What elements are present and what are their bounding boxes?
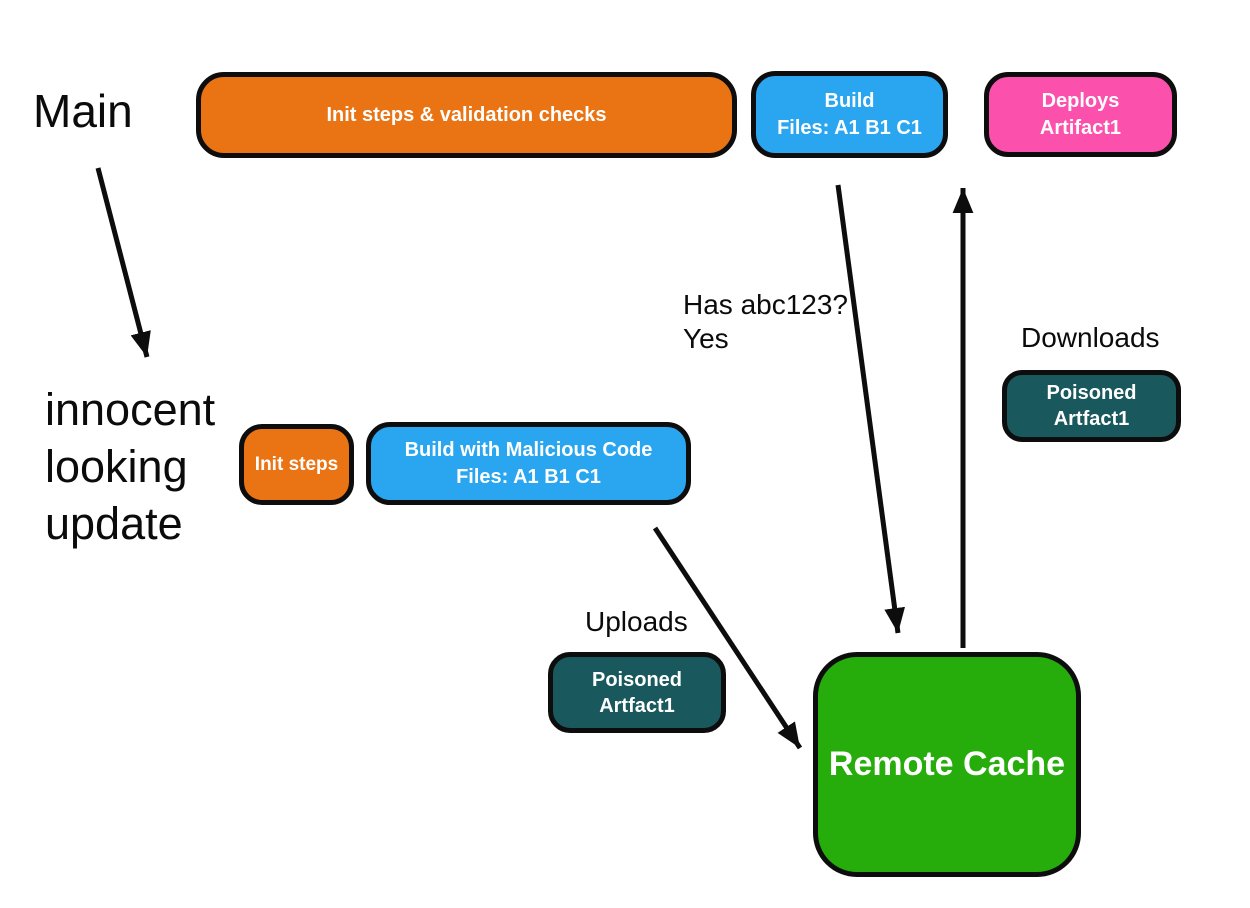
node-label-line2: Artifact1 [1039, 116, 1122, 139]
arrow-main-to-update [95, 167, 151, 358]
node-label-line1: Build [824, 89, 875, 112]
node-label-line2: Artfact1 [1053, 408, 1130, 430]
node-init-steps: Init steps [239, 424, 354, 505]
node-build-malicious: Build with Malicious Code Files: A1 B1 C… [366, 422, 691, 505]
node-label: Remote Cache [828, 744, 1066, 783]
node-poisoned-artifact-upload: Poisoned Artfact1 [548, 652, 726, 733]
node-label-line2: Artfact1 [599, 694, 675, 717]
node-remote-cache: Remote Cache [813, 652, 1081, 877]
uploads-label: Uploads [585, 606, 688, 637]
node-label-line1: Poisoned [591, 668, 682, 691]
cache-query-line1: Has abc123? [683, 289, 849, 320]
node-init-validation-checks: Init steps & validation checks [196, 72, 737, 158]
node-label-line1: Build with Malicious Code [404, 438, 653, 461]
innocent-update-label: innocent looking update [45, 381, 215, 552]
node-label-line1: Deploys [1041, 89, 1120, 112]
innocent-update-label-line1: innocent [45, 384, 216, 435]
node-label-line2: Files: A1 B1 C1 [456, 465, 601, 488]
node-label-line2: Files: A1 B1 C1 [777, 116, 922, 139]
node-label: Init steps [254, 453, 339, 475]
node-label: Init steps & validation checks [326, 103, 607, 126]
node-label-line1: Poisoned [1046, 382, 1137, 404]
node-build: Build Files: A1 B1 C1 [751, 71, 948, 158]
cache-query-line2: Yes [683, 322, 729, 354]
node-poisoned-artifact-download: Poisoned Artfact1 [1002, 370, 1181, 442]
innocent-update-label-line2: looking [45, 441, 188, 493]
innocent-update-label-line3: update [45, 498, 183, 550]
arrow-build-query-cache [835, 184, 906, 634]
main-branch-label: Main [33, 85, 133, 137]
cache-query-annotation: Has abc123? Yes [683, 288, 848, 355]
node-deploys-artifact: Deploys Artifact1 [984, 72, 1177, 157]
downloads-label: Downloads [1021, 322, 1160, 353]
